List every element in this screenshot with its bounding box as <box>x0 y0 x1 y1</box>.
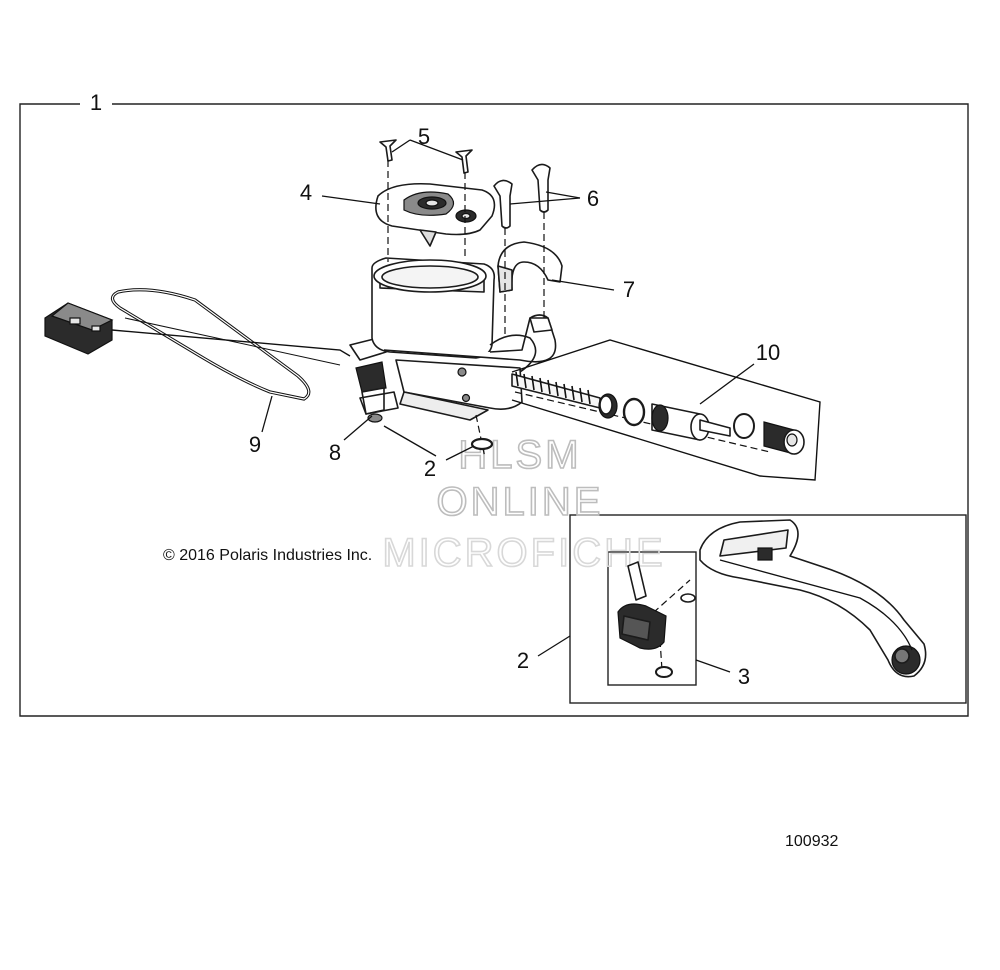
connector-plug <box>44 302 114 355</box>
figure-id: 100932 <box>785 833 838 850</box>
master-cylinder-body <box>371 257 557 421</box>
callout-10: 10 <box>756 340 780 365</box>
brake-light-switch <box>349 337 399 423</box>
callout-labels: 1 5 4 6 7 10 9 8 2 2 3 <box>90 90 780 689</box>
callout-6: 6 <box>587 186 599 211</box>
piston-kit <box>511 339 821 481</box>
watermark-line2: ONLINE <box>437 480 604 524</box>
callout-2-inset: 2 <box>517 648 529 673</box>
assembly-frame <box>19 103 969 717</box>
brake-switch-harness <box>44 288 351 401</box>
callout-2-body: 2 <box>424 456 436 481</box>
clamp-bolts <box>493 163 551 229</box>
handlebar-clamp <box>497 241 563 293</box>
reservoir-cover <box>375 182 496 247</box>
callout-1: 1 <box>90 90 102 115</box>
callout-3: 3 <box>738 664 750 689</box>
leader-lines <box>261 139 755 673</box>
brake-lever <box>699 519 927 678</box>
watermark: HLSM ONLINE MICROFICHE <box>382 432 665 576</box>
callout-5: 5 <box>418 124 430 149</box>
pivot-pin-assembly <box>617 561 696 678</box>
o-ring-main <box>470 437 494 451</box>
alignment-lines <box>387 160 771 671</box>
piston-spring <box>515 371 591 405</box>
copyright-text: © 2016 Polaris Industries Inc. <box>163 547 372 564</box>
callout-4: 4 <box>300 180 312 205</box>
callout-9: 9 <box>249 432 261 457</box>
callout-7: 7 <box>623 277 635 302</box>
callout-8: 8 <box>329 440 341 465</box>
pivot-inset-frame <box>607 551 697 686</box>
lever-inset-frame <box>569 514 967 704</box>
watermark-line3: MICROFICHE <box>382 531 665 575</box>
cover-screws <box>379 139 473 174</box>
